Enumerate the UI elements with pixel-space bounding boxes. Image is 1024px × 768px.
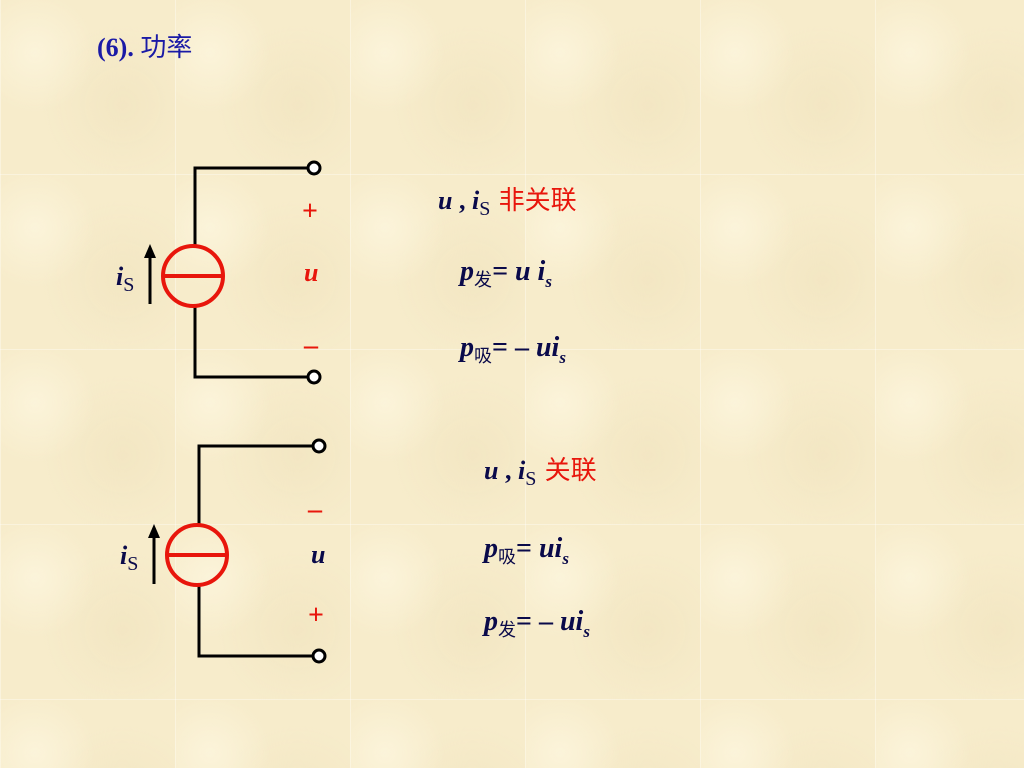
wire-top-2 xyxy=(197,444,313,525)
title-number: (6). xyxy=(97,33,134,62)
title-text: 功率 xyxy=(140,33,193,63)
terminal-bottom-1 xyxy=(306,369,322,385)
current-arrow-head-1 xyxy=(144,244,156,258)
source-label-2: iS xyxy=(120,541,139,575)
equation-p-absorb-1: p吸= – uis xyxy=(460,332,566,367)
polarity-plus-1: + xyxy=(302,196,318,227)
polarity-plus-2: + xyxy=(308,600,324,631)
polarity-minus-1: – xyxy=(304,330,318,361)
voltage-label-2: u xyxy=(311,540,326,569)
source-label-1: iS xyxy=(116,262,135,296)
terminal-top-1 xyxy=(306,160,322,176)
current-source-1 xyxy=(161,244,225,308)
wire-top-1 xyxy=(193,166,308,246)
wire-bottom-2 xyxy=(197,585,313,658)
terminal-bottom-2 xyxy=(311,648,327,664)
equation-p-emit-1: p发= u is xyxy=(460,256,552,291)
terminal-top-2 xyxy=(311,438,327,454)
relation-heading-2: u , iS 关联 xyxy=(484,456,597,490)
polarity-minus-2: – xyxy=(308,494,322,525)
relation-heading-1: u , iS 非关联 xyxy=(438,186,577,220)
current-arrow-head-2 xyxy=(148,524,160,538)
equation-p-emit-2: p发= – uis xyxy=(484,606,590,641)
current-source-2 xyxy=(165,523,229,587)
circuit-1 xyxy=(144,160,322,385)
circuit-2 xyxy=(148,438,327,664)
wire-bottom-1 xyxy=(193,304,308,379)
equation-p-absorb-2: p吸= uis xyxy=(484,533,569,568)
voltage-label-1: u xyxy=(304,258,319,287)
page-title: (6). 功率 xyxy=(97,27,192,64)
